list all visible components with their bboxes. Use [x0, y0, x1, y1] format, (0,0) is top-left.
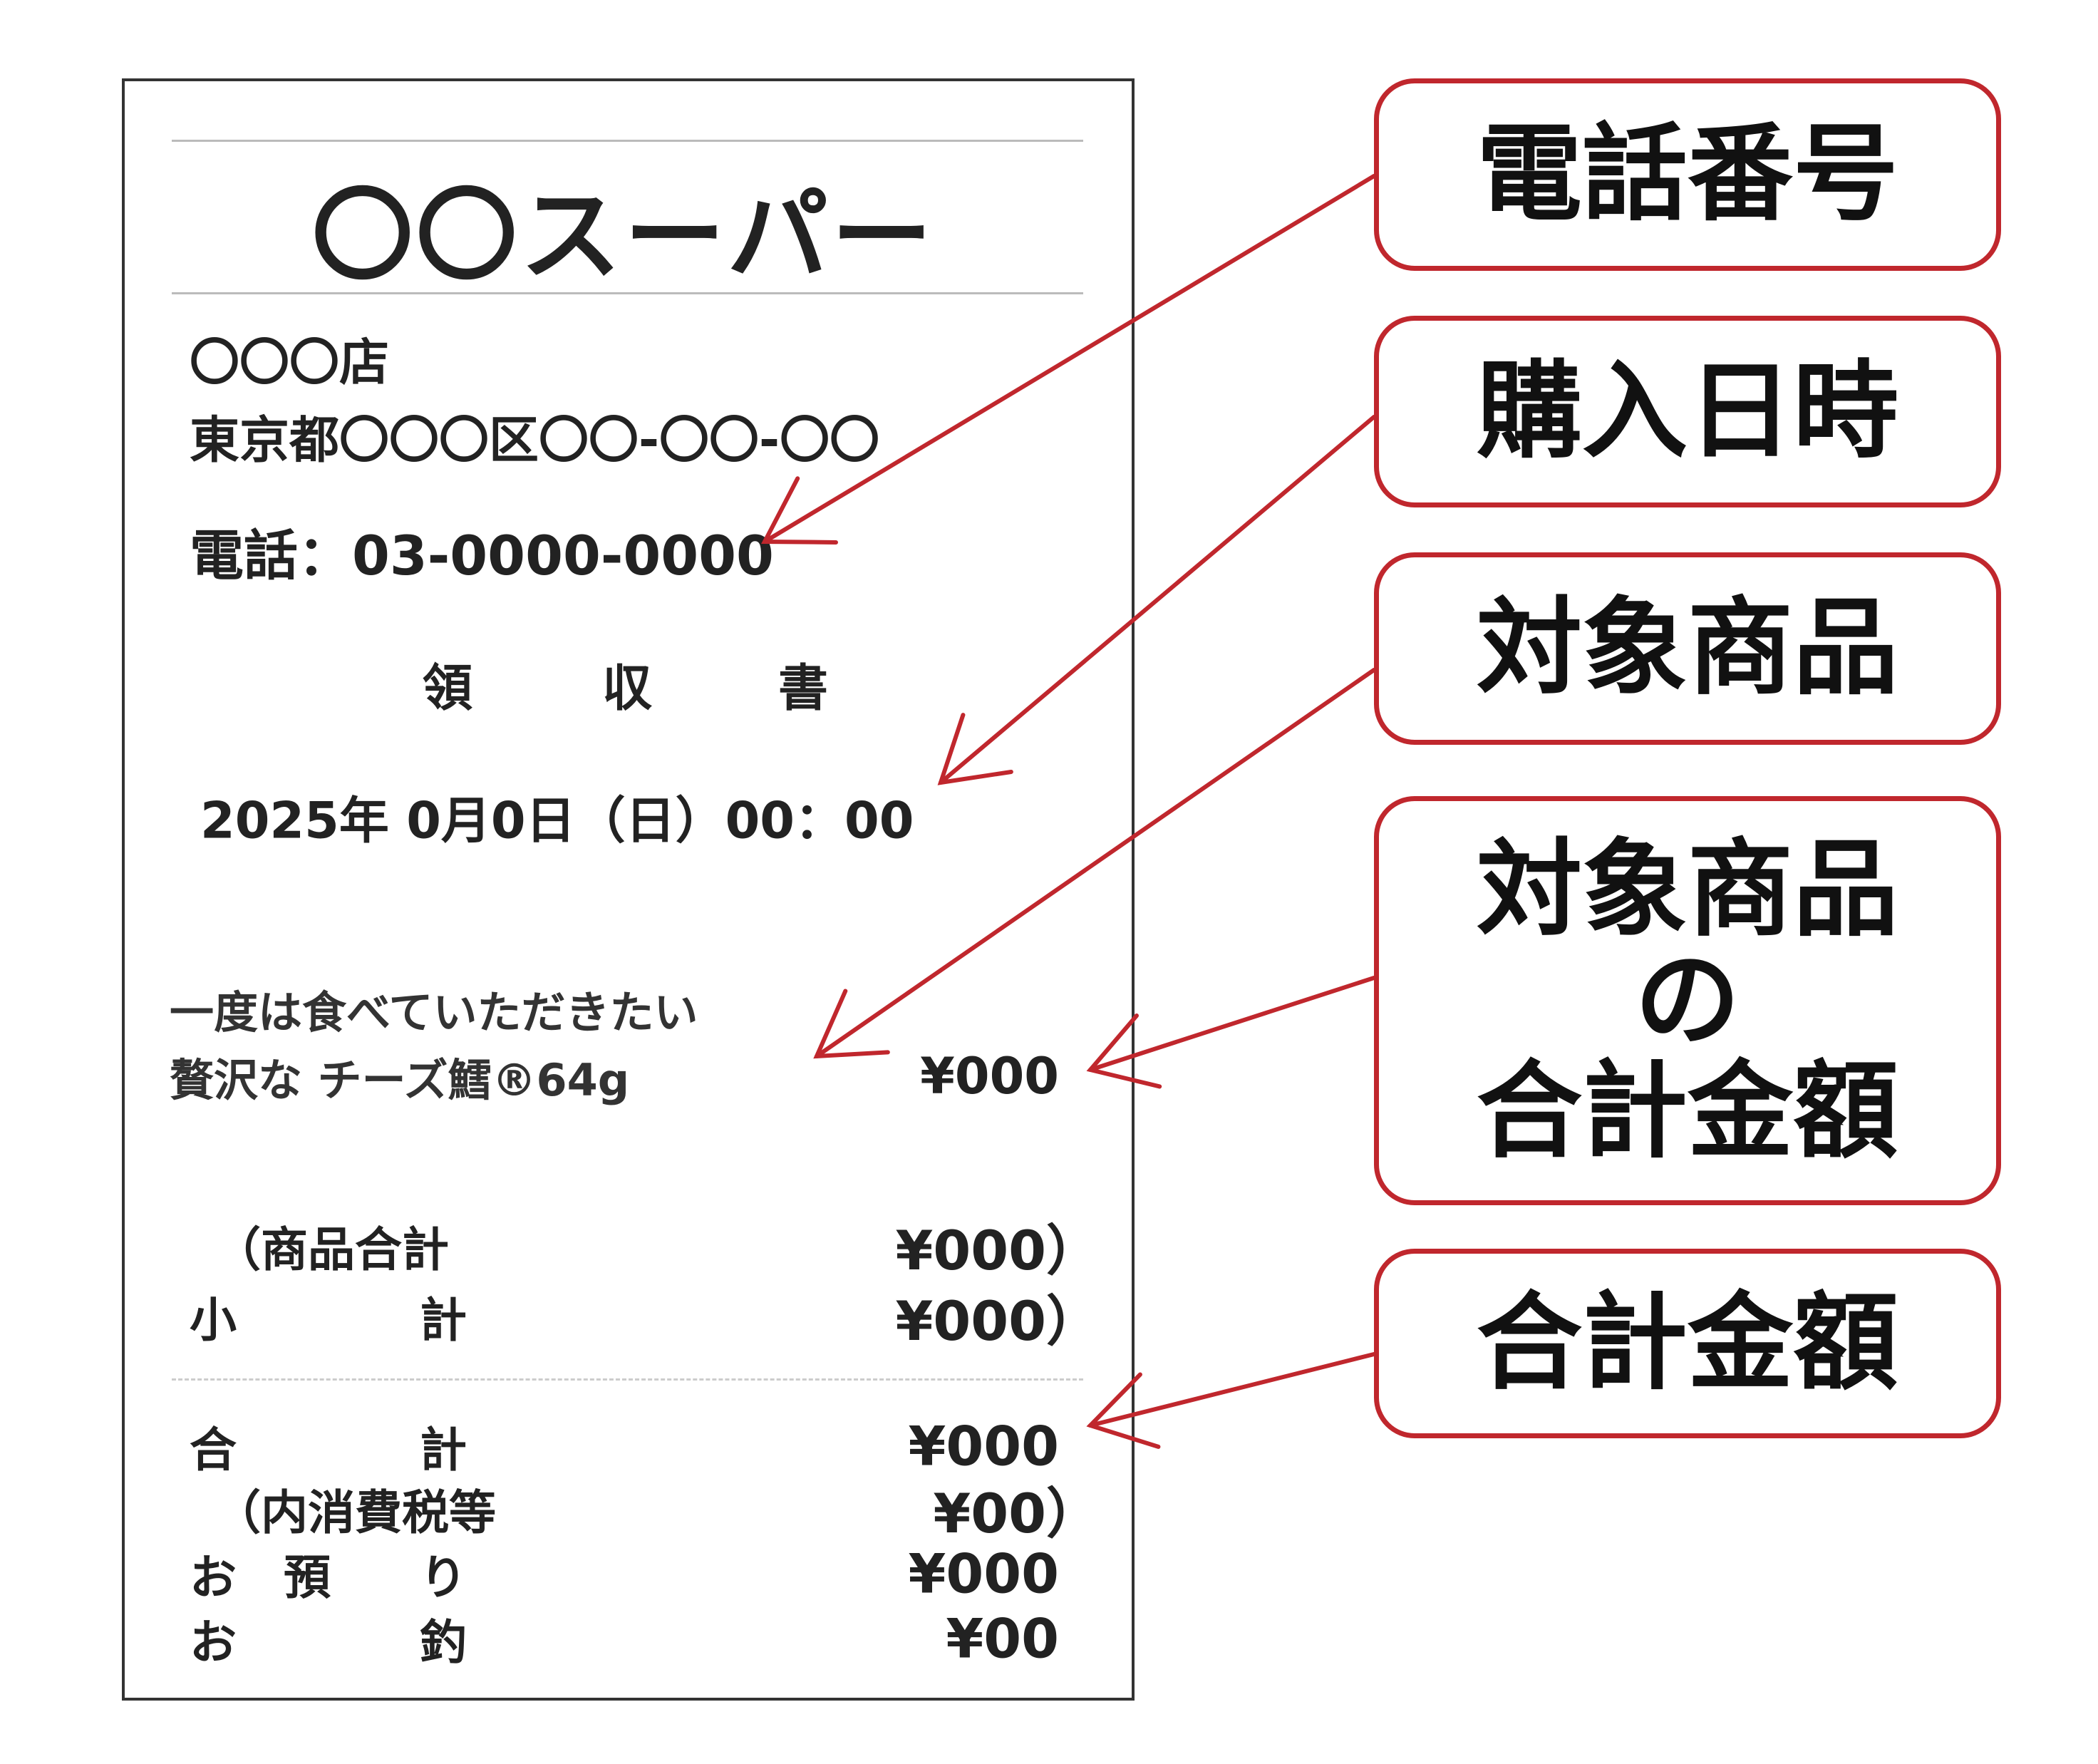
row-label-right: り	[420, 1550, 467, 1605]
callout-total: 合計金額	[1374, 1249, 2001, 1438]
phone: 電話：03-0000-0000	[190, 524, 774, 587]
arrowhead-icon	[813, 989, 890, 1059]
arrow-line	[939, 415, 1376, 785]
row-label-right: 計	[420, 1423, 467, 1477]
doc-title-1: 領	[423, 659, 472, 718]
doc-title-2: 収	[602, 659, 652, 718]
row-value: ¥000）	[895, 1289, 1100, 1353]
arrowhead-icon	[761, 476, 838, 545]
item-name-line2: 贅沢な チーズ鱈®64g	[170, 1054, 630, 1106]
arrowhead-icon	[937, 713, 1013, 785]
divider	[172, 292, 1083, 294]
row-value: ¥000	[908, 1414, 1059, 1478]
store-name: 〇〇スーパー	[311, 177, 936, 295]
arrow-line	[1088, 1352, 1376, 1428]
receipt	[122, 78, 1135, 1701]
row-label: 合	[190, 1423, 237, 1477]
item-name-line1: 一度は食べていただきたい	[170, 986, 698, 1038]
callout-item-total: 対象商品 の 合計金額	[1374, 796, 2001, 1205]
arrow-line	[1088, 976, 1376, 1072]
arrowhead-icon	[1086, 1013, 1162, 1089]
callout-phone: 電話番号	[1374, 78, 2001, 271]
purchase-datetime: 2025年 0月0日（日）00：00	[200, 791, 914, 850]
row-value: ¥000	[908, 1542, 1059, 1606]
row-label: 小	[190, 1293, 237, 1348]
row-label-right: 釣	[420, 1615, 467, 1670]
branch-name: 〇〇〇店	[190, 333, 389, 392]
divider-dashed	[172, 1378, 1083, 1381]
row-value: ¥00	[946, 1606, 1059, 1671]
divider	[172, 140, 1083, 142]
arrow-line	[815, 668, 1376, 1058]
row-label: （内消費税等	[214, 1485, 496, 1540]
row-label: お	[190, 1615, 237, 1670]
row-label: （商品合計	[214, 1222, 449, 1277]
address: 東京都〇〇〇区〇〇-〇〇-〇〇	[190, 411, 880, 470]
row-value: ¥00）	[933, 1482, 1100, 1545]
row-label: お 預	[190, 1550, 331, 1605]
arrowhead-icon	[1086, 1372, 1161, 1449]
doc-title-3: 書	[778, 659, 828, 718]
item-price: ¥000	[920, 1047, 1059, 1105]
row-label-right: 計	[420, 1293, 467, 1348]
row-value: ¥000）	[895, 1219, 1100, 1282]
callout-datetime: 購入日時	[1374, 316, 2001, 507]
callout-item: 対象商品	[1374, 552, 2001, 745]
arrow-line	[763, 174, 1376, 544]
